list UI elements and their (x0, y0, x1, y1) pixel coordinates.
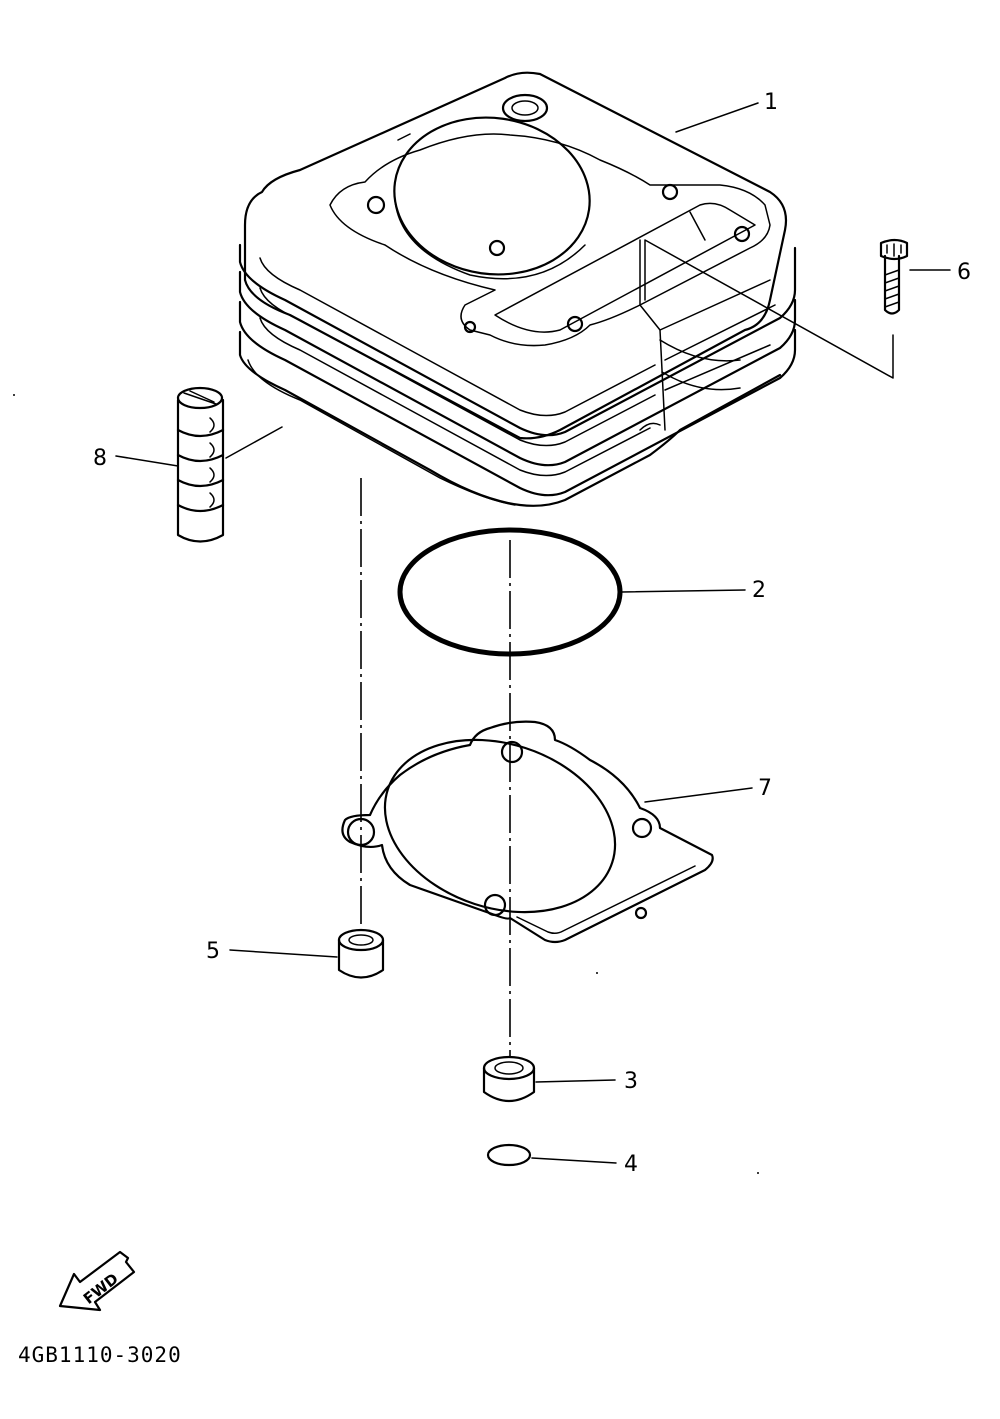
callout-4: 4 (624, 1152, 638, 1177)
base-gasket (341, 720, 714, 944)
callout-6: 6 (957, 260, 971, 285)
callout-2: 2 (752, 578, 766, 603)
callout-1: 1 (764, 90, 778, 115)
cylinder-block (238, 71, 797, 507)
alignment-lines (360, 478, 511, 1058)
leader-lines (115, 102, 951, 1164)
sleeve-pin (176, 386, 225, 543)
callout-labels: 1 2 3 4 5 6 7 8 (93, 90, 971, 1177)
callout-3: 3 (624, 1069, 638, 1094)
leader-bolt (644, 239, 894, 379)
dowel-pin-left (337, 928, 385, 979)
dowel-pin-right (482, 1055, 536, 1103)
fwd-label: FWD (80, 1270, 122, 1308)
forward-direction-arrow: FWD (58, 1250, 136, 1312)
o-ring-small (486, 1143, 532, 1167)
drawing-code: 4GB1110-3020 (18, 1343, 182, 1367)
bolt (879, 238, 909, 315)
specks (13, 394, 759, 1174)
callout-5: 5 (206, 939, 220, 964)
callout-8: 8 (93, 446, 107, 471)
callout-7: 7 (758, 776, 772, 801)
